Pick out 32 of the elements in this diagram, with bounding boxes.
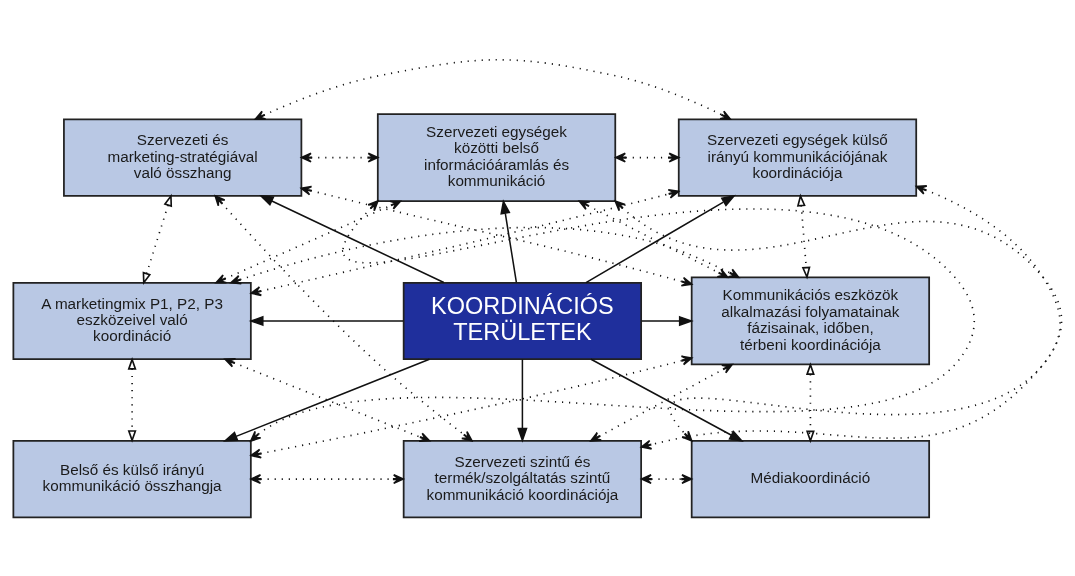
arrow xyxy=(250,473,404,484)
arrow xyxy=(585,194,737,283)
arrow xyxy=(300,152,379,163)
node-box: Kommunikációs eszközök alkalmazási folyamatainak fázisainak, időben, térbeni koordinációja xyxy=(690,276,931,365)
node-box: Szervezeti egységek közötti belső információáramlás és kommunikáció xyxy=(376,112,617,202)
node-box: KOORDINÁCIÓS TERÜLETEK xyxy=(402,281,642,360)
arrow xyxy=(142,193,173,285)
arrow xyxy=(230,226,740,285)
arrow xyxy=(640,473,693,484)
arrow xyxy=(805,361,815,443)
arrow xyxy=(250,199,976,442)
arrow xyxy=(615,152,680,163)
node-box: Médiakoordináció xyxy=(690,439,931,518)
node-box: Szervezeti és marketing-stratégiával való összhang xyxy=(63,118,303,197)
arrow xyxy=(215,199,402,284)
arrow xyxy=(517,358,528,443)
arrow xyxy=(578,199,729,278)
arrow xyxy=(250,355,693,459)
arrow xyxy=(258,194,445,283)
node-box: Szervezeti egységek külső irányú kommunikációjának koordinációja xyxy=(677,118,918,197)
node-box: Belső és külső irányú kommunikáció összhangja xyxy=(12,439,252,518)
arrow xyxy=(500,198,518,283)
arrow xyxy=(300,185,693,287)
arrow xyxy=(796,193,811,279)
node-box: A marketingmix P1, P2, P3 eszközeivel való koordináció xyxy=(12,281,252,360)
arrow xyxy=(214,194,473,442)
arrow xyxy=(254,58,732,120)
arrow xyxy=(640,315,694,326)
arrow xyxy=(250,188,680,296)
node-box: Szervezeti szintű és termék/szolgáltatás szintű kommunikáció koordinációja xyxy=(402,439,642,518)
arrow xyxy=(127,356,137,443)
arrow xyxy=(248,315,404,326)
